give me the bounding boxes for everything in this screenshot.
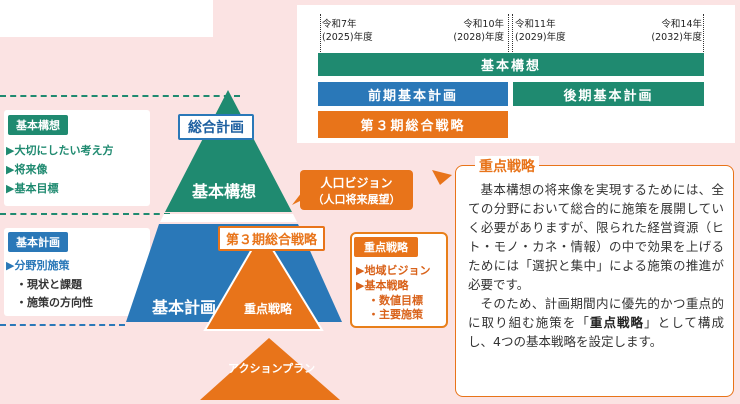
strategy-sub-shuyo: ・主要施策 <box>368 308 423 321</box>
year-label-start: 令和7年(2025)年度 <box>322 19 373 43</box>
dash-line-mid <box>0 213 170 215</box>
bar-third-strategy: 第３期総合戦略 <box>318 111 508 138</box>
third-strategy-label: 第３期総合戦略 <box>218 226 326 251</box>
juten-explanation-box <box>455 165 734 397</box>
pyramid-juten-label: 重点戦略 <box>244 302 293 316</box>
bar-koki: 後期基本計画 <box>513 82 704 106</box>
pyramid-top <box>165 90 292 212</box>
juten-para-1: 基本構想の将来像を実現するためには、全ての分野において総合的に施策を展開していく… <box>468 182 724 292</box>
left-heading-keikaku: 基本計画 <box>8 232 68 252</box>
bar-zenki: 前期基本計画 <box>318 82 508 106</box>
top-left-tab <box>0 0 213 37</box>
tick-end <box>703 14 704 52</box>
pyramid-keikaku-label: 基本計画 <box>152 298 217 317</box>
tick-mid-b <box>512 14 513 52</box>
bar-kihon-koso: 基本構想 <box>318 53 704 76</box>
tick-mid-a <box>508 14 509 52</box>
action-plan-triangle <box>200 338 340 400</box>
left-item-shoraizo: ▶将来像 <box>6 163 48 176</box>
juten-para-2: そのため、計画期間内に優先的かつ重点的に取り組む施策を「重点戦略」として構成し、… <box>468 296 724 349</box>
strategy-callout-heading: 重点戦略 <box>354 237 418 257</box>
strategy-sub-suchi: ・数値目標 <box>368 294 423 307</box>
tick-start <box>320 14 321 52</box>
left-heading-koso: 基本構想 <box>8 115 68 135</box>
vision-tag: 人口ビジョン （人口将来展望） <box>300 170 413 210</box>
pyramid-koso-label: 基本構想 <box>192 182 257 201</box>
strategy-triangle <box>203 230 324 331</box>
left-item-mokuhyo: ▶基本目標 <box>6 182 59 195</box>
year-label-2029: 令和11年(2029)年度 <box>515 19 566 43</box>
sogo-keikaku-label: 総合計画 <box>178 114 254 140</box>
strategy-item-kihon: ▶基本戦略 <box>356 279 409 292</box>
vision-title: 人口ビジョン <box>320 176 393 190</box>
year-label-2028: 令和10年(2028)年度 <box>453 19 504 43</box>
dash-line-top <box>0 95 240 97</box>
juten-explanation-title: 重点戦略 <box>475 156 539 176</box>
juten-explanation-text: 基本構想の将来像を実現するためには、全ての分野において総合的に施策を展開していく… <box>468 180 724 351</box>
left-item-kangaekata: ▶大切にしたい考え方 <box>6 144 114 157</box>
vision-subtitle: （人口将来展望） <box>312 193 401 206</box>
callout-pointer <box>432 170 452 185</box>
left-item-bunyabetsu: ▶分野別施策 <box>6 259 70 272</box>
left-sub-hoko: ・施策の方向性 <box>16 296 93 309</box>
action-plan-label: アクションプラン <box>228 362 316 375</box>
dash-line-bottom <box>0 324 125 326</box>
left-sub-genjo: ・現状と課題 <box>16 278 82 291</box>
pyramid-band <box>160 214 297 222</box>
year-label-end: 令和14年(2032)年度 <box>651 19 702 43</box>
strategy-item-chiiki: ▶地域ビジョン <box>356 264 431 277</box>
